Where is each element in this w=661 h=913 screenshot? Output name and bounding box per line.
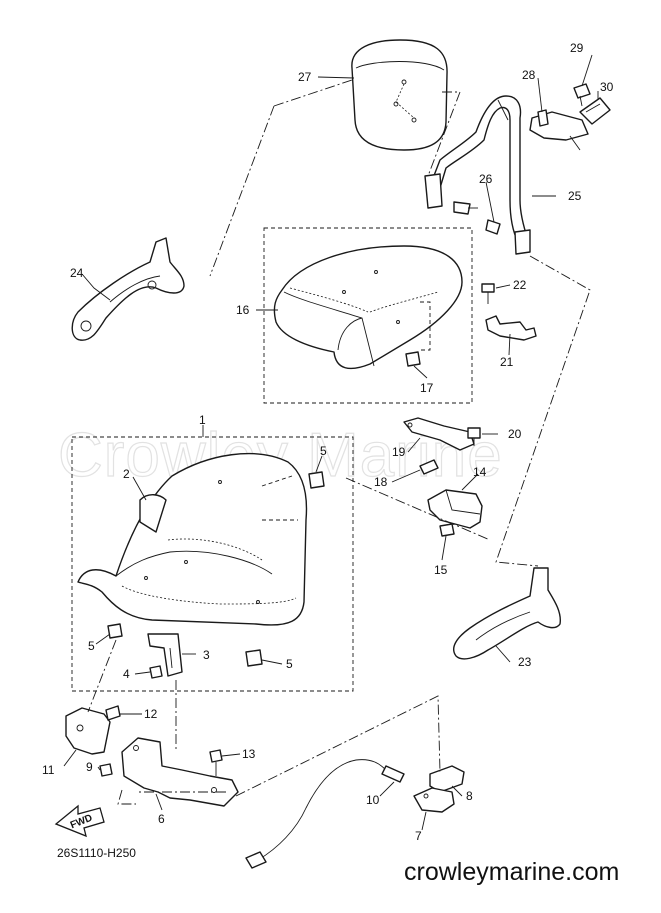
part-7-latch[interactable] [413,787,455,813]
part-26-bolt-a[interactable] [453,201,478,215]
callout-21[interactable]: 21 [500,355,514,369]
callout-9[interactable]: 9 [86,760,93,774]
box-16-group [263,227,473,404]
part-16-seat-rear[interactable] [273,245,463,370]
callout-7[interactable]: 7 [415,829,422,843]
website-label[interactable]: crowleymarine.com [404,858,619,886]
part-27-backrest-pad[interactable] [351,39,448,151]
part-5-damper-top[interactable] [308,471,325,489]
callout-25[interactable]: 25 [568,189,582,203]
callout-2[interactable]: 2 [123,467,130,481]
callout-14[interactable]: 14 [473,465,487,479]
callout-12[interactable]: 12 [144,707,158,721]
part-22-bolt[interactable] [481,283,495,304]
part-21-bracket[interactable] [485,315,537,341]
part-10-cable[interactable] [245,759,405,869]
callout-5b[interactable]: 5 [88,639,95,653]
part-24-grab-bar-left[interactable] [71,237,185,341]
part-6-bracket[interactable] [121,737,239,807]
callout-16[interactable]: 16 [236,303,250,317]
callout-27[interactable]: 27 [298,70,312,84]
part-15-bolt[interactable] [439,523,455,537]
callout-17[interactable]: 17 [420,381,434,395]
fwd-arrow-icon: FWD [54,804,105,838]
callout-5c[interactable]: 5 [286,657,293,671]
part-18-bolt[interactable] [419,459,439,475]
part-25-backrest-frame[interactable] [424,95,531,255]
callout-13[interactable]: 13 [242,747,256,761]
part-17-damper[interactable] [405,351,421,367]
part-5-damper-left[interactable] [107,623,123,639]
part-20-bolt[interactable] [467,427,481,446]
callout-10[interactable]: 10 [366,793,380,807]
callout-11[interactable]: 11 [42,763,55,777]
callout-5a[interactable]: 5 [320,444,327,458]
part-26-bolt-b[interactable] [485,219,501,235]
callout-30[interactable]: 30 [600,80,614,94]
box-1-group [71,436,354,692]
part-4-nut[interactable] [149,665,163,679]
callout-8[interactable]: 8 [466,789,473,803]
part-28-bracket[interactable] [529,109,589,151]
part-13-bolt[interactable] [209,749,223,776]
part-5-damper-right[interactable] [245,649,263,667]
leader-lines [63,54,599,831]
callout-15[interactable]: 15 [434,563,448,577]
callouts: 27 29 28 30 26 25 24 16 22 21 17 1 2 5 1… [42,41,614,843]
callout-3[interactable]: 3 [203,648,210,662]
reference-lines [87,79,591,805]
part-30-pad[interactable] [579,97,611,125]
callout-22[interactable]: 22 [513,278,527,292]
part-8-lever[interactable] [429,765,465,793]
callout-29[interactable]: 29 [570,41,584,55]
callout-28[interactable]: 28 [522,68,536,82]
part-14-bracket[interactable] [427,489,483,529]
diagram-code: 26S1110-H250 [57,846,136,860]
callout-4[interactable]: 4 [123,667,130,681]
callout-19[interactable]: 19 [392,445,406,459]
part-29-bolt[interactable] [573,83,591,107]
callout-26[interactable]: 26 [479,172,493,186]
part-9-nut[interactable] [99,763,113,777]
callout-23[interactable]: 23 [518,655,532,669]
callout-24[interactable]: 24 [70,266,84,280]
part-23-grab-bar-right[interactable] [452,567,562,660]
callout-1[interactable]: 1 [199,413,206,427]
part-2-main-seat[interactable] [77,452,308,626]
part-3-bracket[interactable] [147,633,183,677]
part-12-bolt[interactable] [105,705,121,721]
callout-18[interactable]: 18 [374,475,388,489]
callout-6[interactable]: 6 [158,812,165,826]
callout-20[interactable]: 20 [508,427,522,441]
part-11-bracket[interactable] [65,707,111,755]
